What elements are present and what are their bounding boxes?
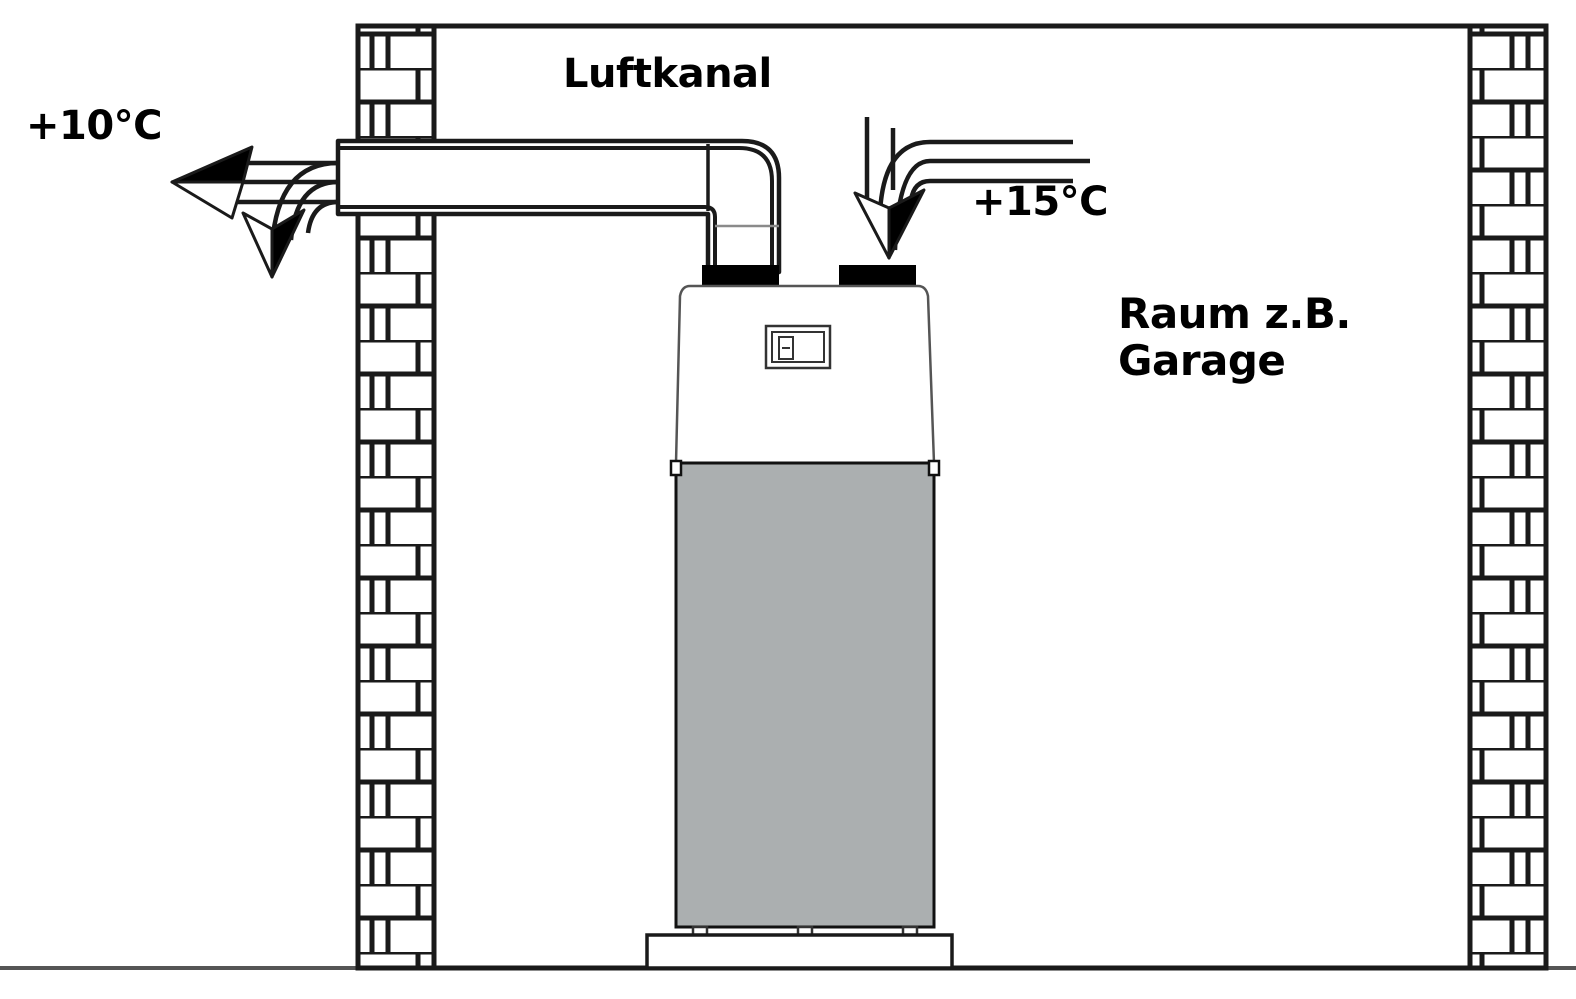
- outlet-temperature-label: +10°C: [26, 103, 163, 149]
- room-label: Raum z.B. Garage: [1118, 289, 1351, 386]
- air-duct-through-wall: [335, 138, 782, 275]
- arrowhead-intake-down: [853, 188, 926, 260]
- arrow-intake-down: [864, 117, 1090, 251]
- arrowhead-exhaust-down: [241, 208, 306, 279]
- duct-connector-right: [839, 265, 916, 287]
- control-panel-display[interactable]: [764, 324, 832, 370]
- duct-connector-left: [702, 265, 779, 287]
- arrowhead-exhaust-left: [170, 145, 254, 220]
- base-plate: [645, 933, 954, 970]
- duct-label: Luftkanal: [563, 51, 772, 97]
- heat-pump-unit: [669, 284, 941, 929]
- brick-wall-right: [1467, 23, 1549, 971]
- inlet-temperature-label: +15°C: [972, 179, 1109, 225]
